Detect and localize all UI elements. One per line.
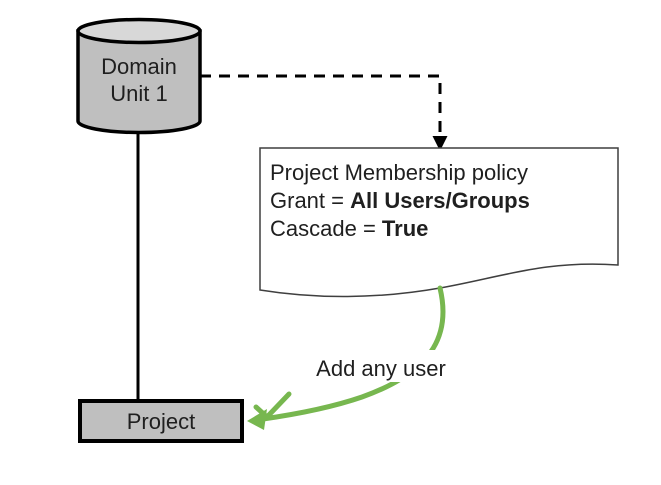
policy-note-grant-label: Grant =	[270, 188, 350, 213]
project-box: Project	[78, 399, 244, 443]
cylinder-body	[76, 29, 202, 135]
policy-note-title: Project Membership policy	[270, 160, 528, 185]
project-box-shape	[78, 399, 244, 443]
annotation-label-backing	[308, 350, 454, 382]
policy-note-cascade-value: True	[382, 216, 428, 241]
policy-note-cascade-label: Cascade =	[270, 216, 382, 241]
project-label: Project	[127, 409, 195, 434]
policy-note-cascade-line: Cascade = True	[270, 216, 428, 241]
policy-note-grant-value: All Users/Groups	[350, 188, 530, 213]
policy-to-project-green-arrow: Add any user	[247, 285, 454, 430]
annotation-label: Add any user	[316, 356, 446, 381]
domain-unit-cylinder: Domain Unit 1	[76, 17, 202, 135]
domain-to-policy-dashed-connector	[200, 74, 442, 138]
check-icon	[253, 391, 292, 420]
arrow-down-icon	[432, 136, 448, 151]
domain-unit-label-line1: Domain	[101, 54, 177, 79]
policy-note: Project Membership policy Grant = All Us…	[259, 147, 619, 298]
domain-unit-label-line2: Unit 1	[110, 81, 167, 106]
green-arrow-curve	[260, 285, 446, 422]
cylinder-top	[76, 17, 202, 45]
policy-note-grant-line: Grant = All Users/Groups	[270, 188, 530, 213]
